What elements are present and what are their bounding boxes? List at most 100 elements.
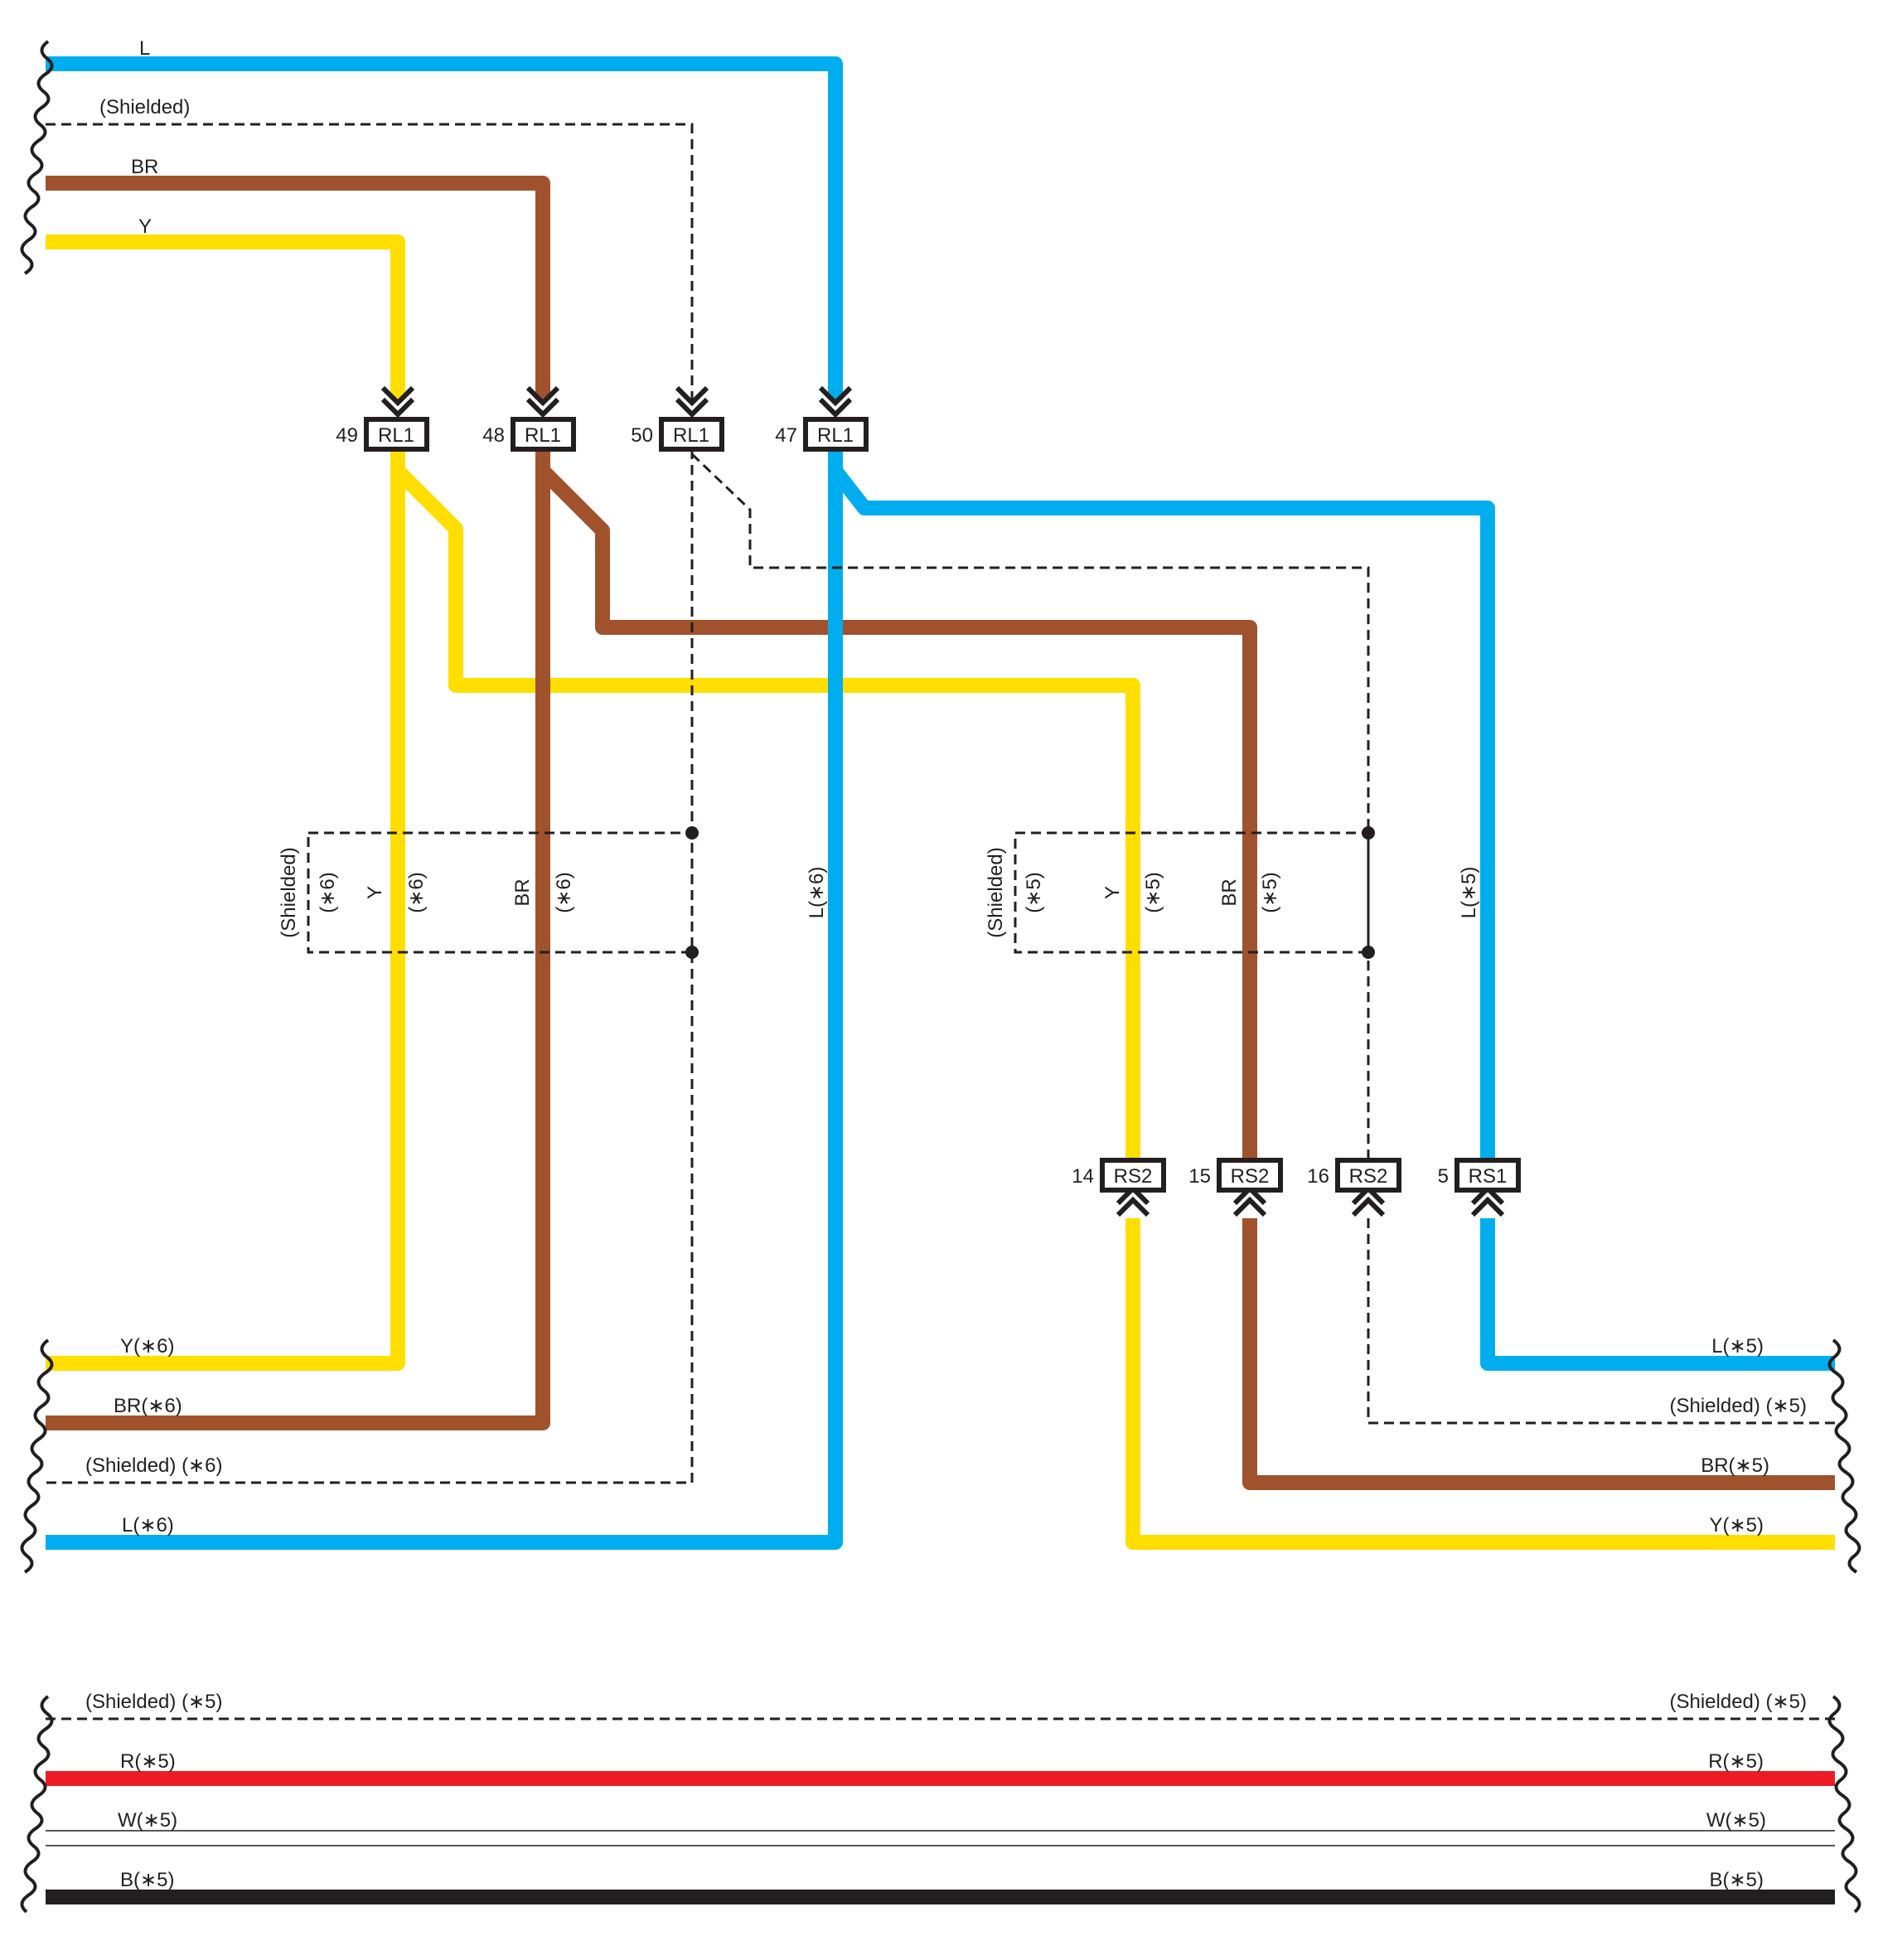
- shield-group-6-labels: (Shielded) (∗6) Y (∗6) BR (∗6) L(∗6): [278, 847, 828, 937]
- vlabel-br-note-6: (∗6): [553, 872, 575, 912]
- connector-rl1-47-pin: 47: [775, 424, 797, 447]
- chevron-up-icon: [1116, 1196, 1150, 1217]
- vlabel-y-note-5: (∗5): [1142, 872, 1164, 912]
- wire-l-top: [46, 56, 843, 399]
- chevron-down-icon: [675, 397, 709, 419]
- connector-rs2-16-pin: 16: [1307, 1165, 1329, 1188]
- chevron-up-icon: [1232, 1196, 1267, 1217]
- junction-dot: [685, 946, 699, 959]
- connector-rs1-5-pin: 5: [1438, 1165, 1449, 1188]
- wire-label-br: BR: [131, 156, 158, 178]
- connector-boxes: RL1 49 RL1 48 RL1 50 RL1 47 RS2 14 RS2 1…: [336, 417, 1521, 1193]
- wire-label-shielded-6: (Shielded) (∗6): [85, 1454, 223, 1477]
- wire-label-l-5: L(∗5): [1711, 1335, 1764, 1357]
- break-mark-icon: [1827, 1695, 1861, 1914]
- shield-5: [690, 452, 1370, 1160]
- wire-br-6: [46, 449, 550, 1430]
- vlabel-br-note-5: (∗5): [1259, 872, 1281, 912]
- shield-box-6: [307, 831, 694, 954]
- vlabel-y-note-6: (∗6): [405, 872, 428, 912]
- bus-label-r-left: R(∗5): [120, 1750, 176, 1773]
- bus-label-w-right: W(∗5): [1706, 1809, 1766, 1832]
- chevron-down-icon: [818, 385, 853, 407]
- break-marks: [20, 40, 1861, 1914]
- junction-dot: [1362, 946, 1375, 959]
- vlabel-br-5: BR: [1218, 878, 1241, 906]
- shield-paths: [46, 123, 1835, 1484]
- connector-rs2-16: [1335, 1158, 1401, 1193]
- wire-labels-bottom-left: Y(∗6) BR(∗6) (Shielded) (∗6) L(∗6): [85, 1335, 223, 1537]
- wire-l-5-out: [1480, 1218, 1835, 1371]
- bus-label-w-left: W(∗5): [118, 1809, 177, 1832]
- wire-label-y-5: Y(∗5): [1710, 1514, 1764, 1537]
- chevron-down-icon: [380, 385, 415, 407]
- connector-rl1-50: [659, 417, 724, 452]
- vlabel-note-5: (∗5): [1023, 872, 1045, 912]
- wire-br-top: [46, 176, 550, 399]
- vlabel-l-6: L(∗6): [806, 867, 828, 919]
- wire-y-5-out: [1125, 1218, 1835, 1550]
- shield-junctions: [685, 826, 1375, 959]
- bus-label-shielded-left: (Shielded) (∗5): [85, 1691, 223, 1713]
- shield-group-5-labels: (Shielded) (∗5) Y (∗5) BR (∗5) L(∗5): [985, 847, 1480, 937]
- connector-rs2-14-pin: 14: [1072, 1165, 1094, 1188]
- wire-label-br-5: BR(∗5): [1701, 1454, 1769, 1477]
- wire-br-5-out: [1242, 1218, 1835, 1490]
- wire-label-l: L: [139, 37, 150, 60]
- vlabel-note-6: (∗6): [317, 872, 339, 912]
- vlabel-l-5: L(∗5): [1458, 867, 1480, 919]
- connector-rl1-50-pin: 50: [631, 424, 653, 447]
- wire-br-5: [537, 465, 1257, 1160]
- connector-rs1-5-name: RS1: [1469, 1165, 1508, 1188]
- connector-rl1-48-name: RL1: [525, 424, 561, 447]
- connector-rl1-48: [511, 417, 576, 452]
- bus-label-b-left: B(∗5): [120, 1869, 174, 1891]
- wire-label-y-6: Y(∗6): [120, 1335, 174, 1357]
- wire-y-6: [46, 449, 405, 1371]
- shield-6: [46, 449, 694, 1484]
- vlabel-y-6: Y: [364, 886, 386, 899]
- chevron-down-icon: [818, 397, 853, 419]
- connector-rl1-48-pin: 48: [482, 424, 505, 447]
- chevron-down-icon: [380, 397, 415, 419]
- wire-labels-bottom-right: L(∗5) (Shielded) (∗5) BR(∗5) Y(∗5): [1669, 1335, 1807, 1537]
- connector-rs2-15-pin: 15: [1188, 1165, 1211, 1188]
- chevron-down-icon: [525, 397, 560, 419]
- break-mark-icon: [20, 1338, 54, 1574]
- connector-rs2-15-name: RS2: [1231, 1165, 1270, 1188]
- wire-label-y: Y: [138, 215, 152, 238]
- chevron-up-icon: [1351, 1196, 1386, 1217]
- chevron-up-icon: [1470, 1196, 1505, 1217]
- wire-y-top: [46, 235, 405, 399]
- connector-rs2-14: [1100, 1158, 1166, 1193]
- connector-rl1-50-name: RL1: [673, 424, 709, 447]
- wire-y-5: [392, 465, 1140, 1160]
- wire-l-6: [46, 449, 843, 1550]
- connector-rs2-15: [1217, 1158, 1283, 1193]
- wire-labels-top-left: L (Shielded) BR Y: [99, 37, 190, 238]
- break-mark-icon: [20, 1695, 54, 1914]
- vlabel-shielded-5: (Shielded): [985, 847, 1007, 937]
- connector-rs1-5: [1454, 1158, 1521, 1193]
- connector-rl1-49: [364, 417, 429, 452]
- shield-top: [46, 123, 694, 399]
- wire-label-br-6: BR(∗6): [114, 1395, 182, 1417]
- shield-5-out: [1367, 1218, 1835, 1425]
- wire-paths: [46, 56, 1835, 1550]
- connector-rl1-47-name: RL1: [817, 424, 854, 447]
- wire-label-shielded-5: (Shielded) (∗5): [1669, 1395, 1807, 1417]
- bus-labels: (Shielded) (∗5) (Shielded) (∗5) R(∗5) R(…: [85, 1691, 1807, 1891]
- break-mark-icon: [1827, 1338, 1861, 1574]
- wire-label-l-6: L(∗6): [122, 1514, 174, 1537]
- vlabel-shielded-6: (Shielded): [278, 847, 300, 937]
- junction-dot: [685, 826, 699, 840]
- vlabel-y-5: Y: [1101, 886, 1124, 899]
- bus-label-b-right: B(∗5): [1710, 1869, 1764, 1891]
- vlabel-br-6: BR: [511, 878, 534, 906]
- connector-rl1-47: [803, 417, 869, 452]
- shield-box-5: [1014, 831, 1370, 954]
- chevron-down-icon: [525, 385, 560, 407]
- connector-rs2-14-name: RS2: [1114, 1165, 1153, 1188]
- chevron-down-icon: [675, 385, 709, 407]
